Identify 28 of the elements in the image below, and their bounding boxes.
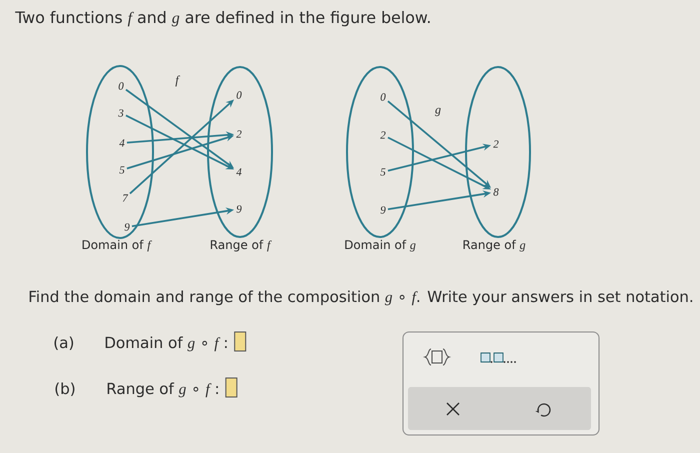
set-label: Range of g: [464, 240, 526, 252]
number: 7: [122, 194, 128, 202]
set-label: Domain of f: [82, 240, 152, 252]
number: 4: [236, 168, 242, 176]
number: 2: [236, 130, 242, 138]
function-name: f: [175, 76, 180, 86]
number: 0: [118, 82, 124, 90]
number: 8: [494, 188, 499, 196]
text: Domain of g ∘ f :: [106, 336, 227, 352]
number: 2: [493, 140, 498, 148]
number: 0: [236, 91, 242, 99]
text: (a): [54, 336, 74, 350]
number: 4: [119, 139, 124, 147]
text: Find the domain and range of the composition g ∘ f. Write your answers in set notation.: [30, 290, 692, 306]
number: 5: [119, 166, 124, 174]
number: 3: [118, 109, 124, 117]
heading: Two functions f and g are defined in the figure below.: [15, 11, 430, 26]
number: 5: [380, 168, 386, 176]
number: 9: [236, 205, 242, 213]
number: 9: [380, 206, 386, 214]
text: (b): [56, 382, 74, 396]
set-label: Domain of g: [345, 240, 416, 252]
number: 9: [124, 223, 130, 231]
text: Range of g ∘ f :: [108, 382, 218, 398]
function-name: g: [435, 108, 441, 116]
number: 2: [380, 131, 386, 139]
number: 0: [380, 93, 386, 101]
set-label: Range of f: [210, 240, 272, 252]
